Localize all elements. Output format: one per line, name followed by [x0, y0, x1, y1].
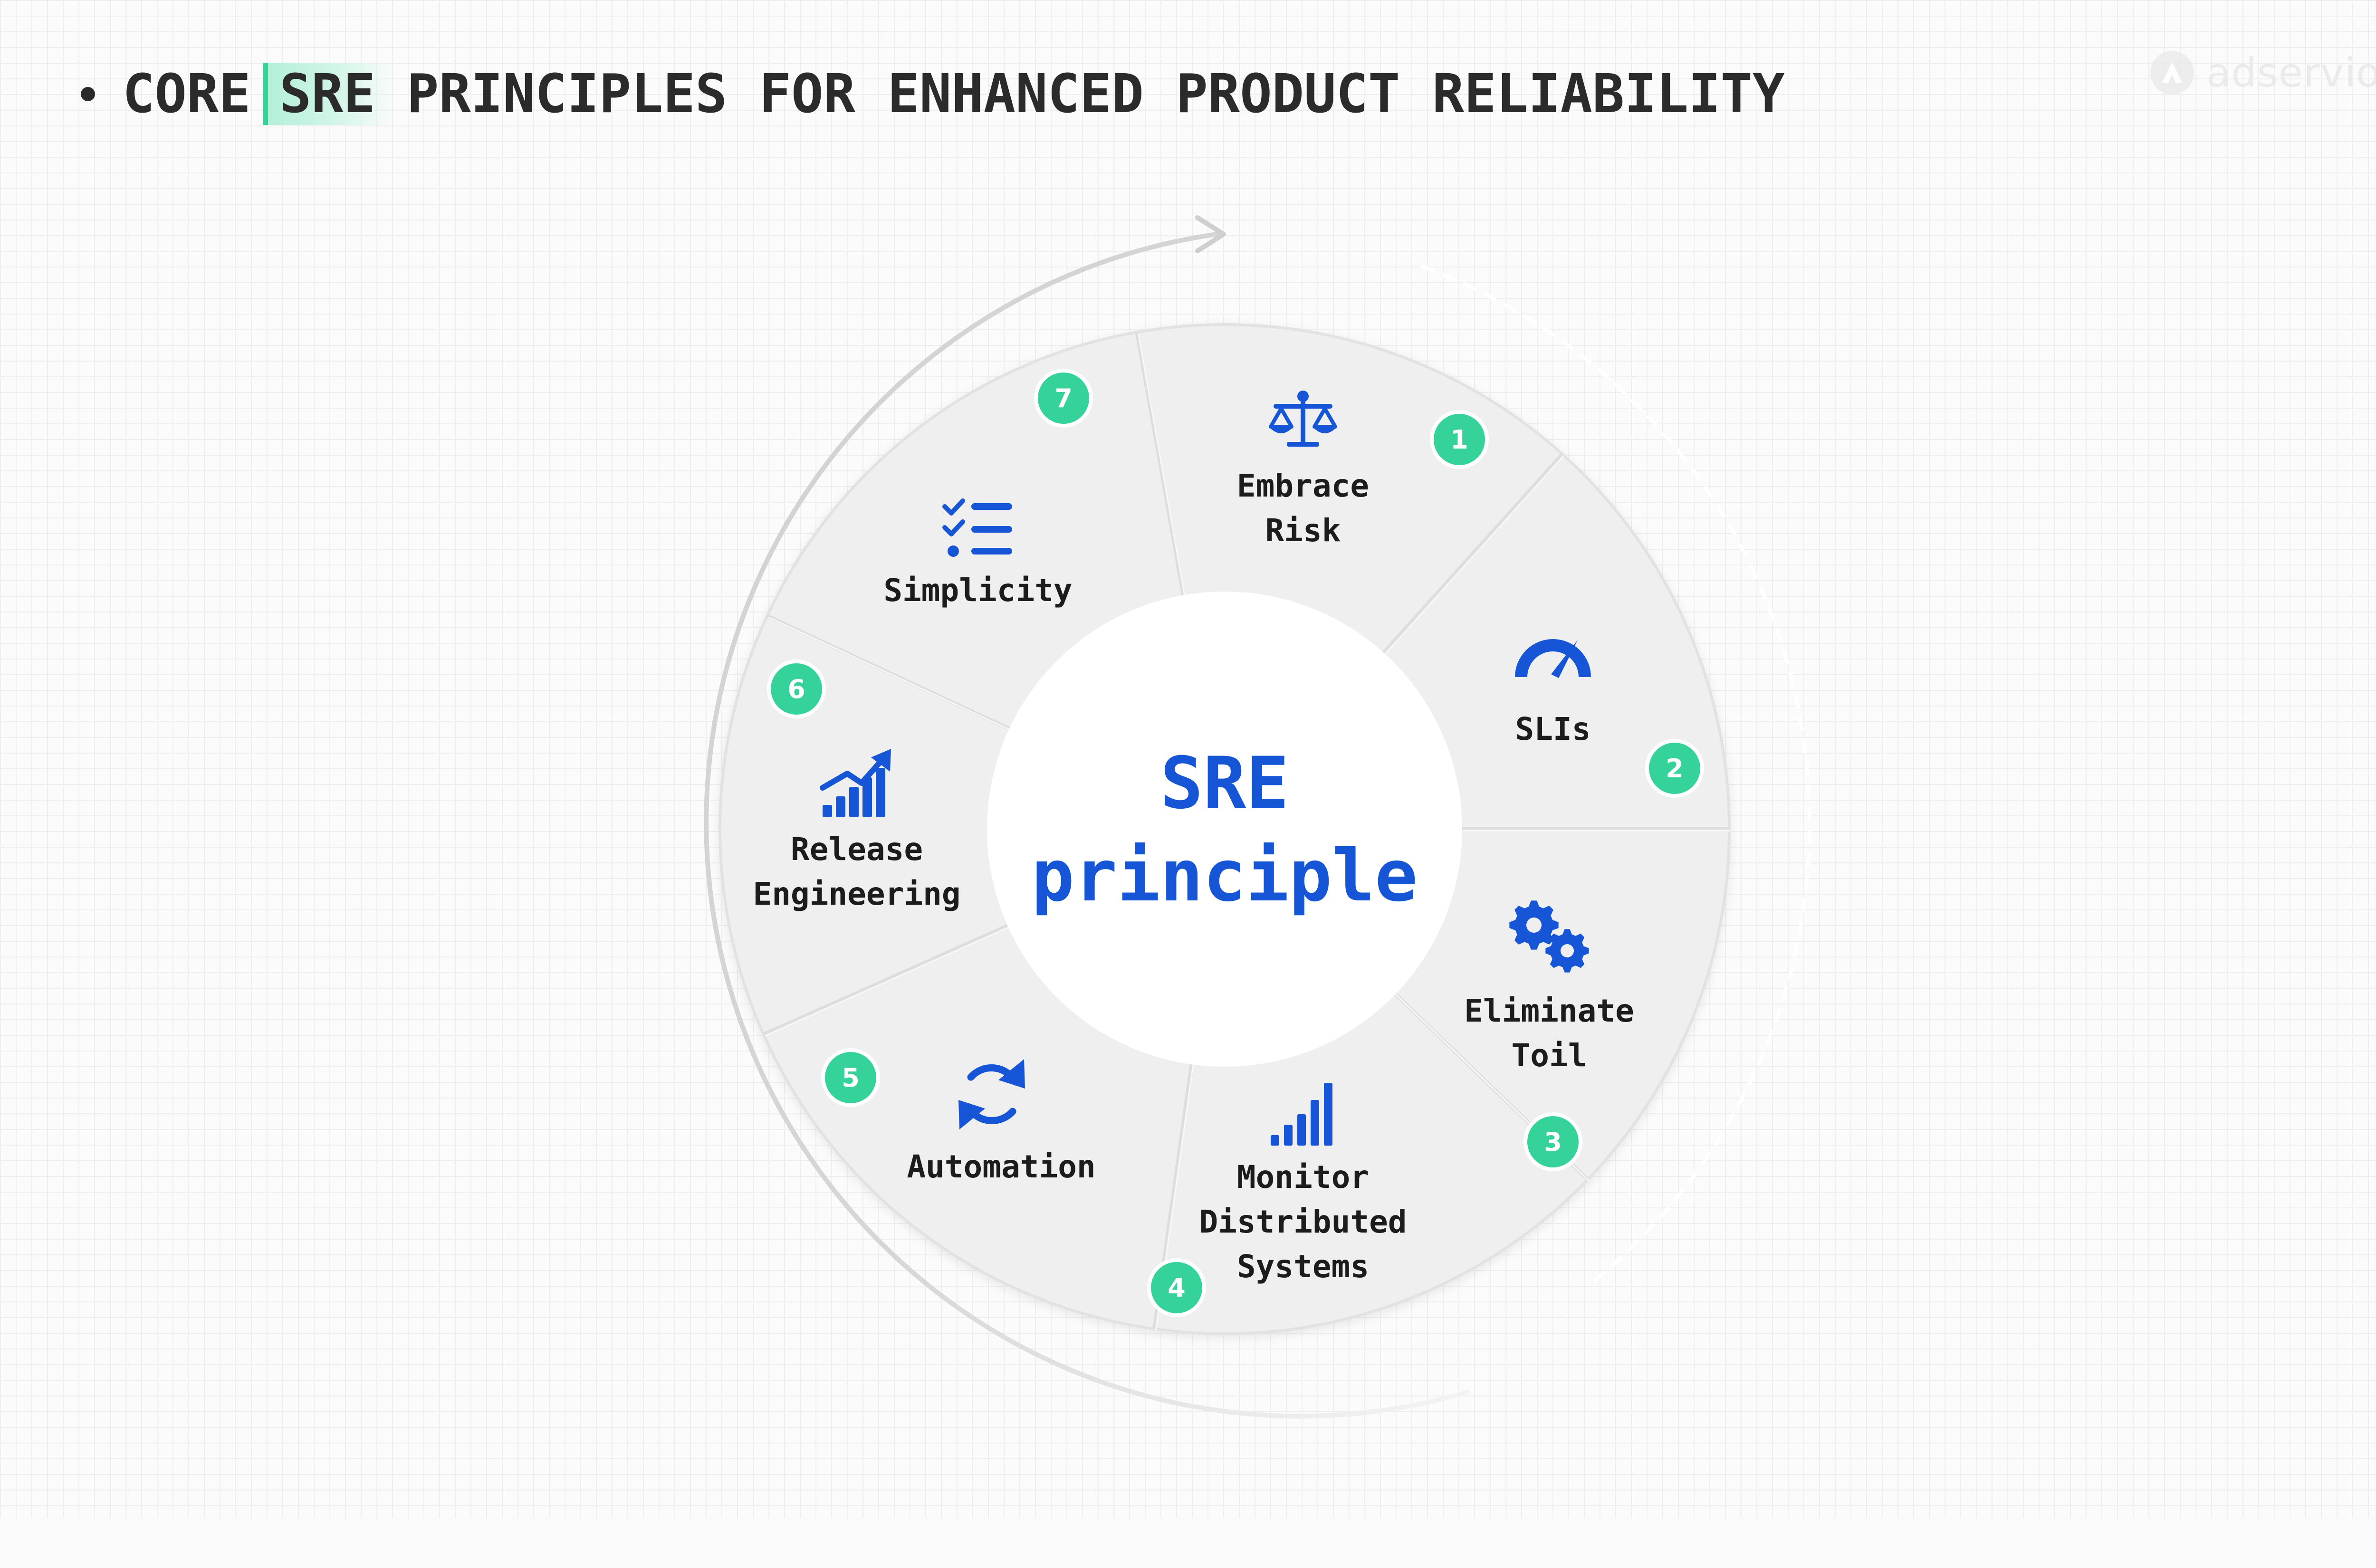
- segment-divider-highlight: [768, 616, 1016, 733]
- logo-text: adservio: [2206, 49, 2376, 96]
- segment-label-line: SLIs: [1515, 711, 1591, 747]
- bottom-band: [0, 1518, 2376, 1568]
- step-badge-number: 4: [1168, 1273, 1186, 1303]
- segment-label-line: Engineering: [753, 876, 960, 912]
- speedometer-icon: [1515, 639, 1591, 678]
- segment-2: SLIs 2: [1515, 639, 1704, 798]
- signal-bars-icon: [1271, 1083, 1332, 1146]
- logo-mark-icon: [2150, 51, 2194, 95]
- brand-logo: adservio: [2150, 47, 2376, 99]
- center-title-line2: principle: [1032, 835, 1418, 918]
- segment-label-line: Systems: [1237, 1248, 1369, 1285]
- step-badge-number: 3: [1544, 1127, 1562, 1157]
- step-badge: 2: [1645, 739, 1704, 798]
- segment-label-line: Eliminate: [1464, 993, 1634, 1029]
- segment-divider-highlight: [1138, 333, 1187, 602]
- step-badge-number: 7: [1054, 383, 1073, 413]
- center-title-line1: SRE: [1160, 742, 1289, 825]
- segment-5: Automation 5: [821, 1048, 1096, 1185]
- checklist-icon: [942, 498, 1012, 557]
- step-badge-number: 5: [842, 1063, 860, 1093]
- segment-label-line: Automation: [907, 1148, 1095, 1185]
- step-badge: 4: [1147, 1258, 1206, 1317]
- title-highlight: SRE: [263, 63, 395, 125]
- segment-label-line: Release: [791, 831, 923, 868]
- segment-label-line: Embrace: [1237, 468, 1369, 504]
- refresh-icon: [958, 1059, 1025, 1129]
- bullet-dot: [81, 87, 95, 101]
- gears-icon: [1509, 900, 1589, 973]
- step-badge-number: 6: [787, 674, 805, 704]
- segment-7: Simplicity 7: [883, 369, 1093, 609]
- segment-label-line: Simplicity: [883, 572, 1072, 609]
- step-badge-number: 2: [1666, 754, 1684, 784]
- segment-label-line: Toil: [1512, 1037, 1587, 1074]
- segment-divider: [1379, 453, 1564, 658]
- segment-divider: [1135, 332, 1186, 601]
- segment-divider-highlight: [1381, 455, 1564, 658]
- segment-divider: [763, 922, 1013, 1036]
- segment-label-line: Distributed: [1199, 1204, 1407, 1240]
- scale-icon: [1269, 391, 1337, 447]
- title-rest: PRINCIPLES FOR ENHANCED PRODUCT RELIABIL…: [407, 63, 1785, 125]
- title-prefix: CORE: [123, 63, 251, 125]
- step-badge-number: 1: [1450, 425, 1468, 455]
- step-badge: 1: [1430, 410, 1489, 469]
- step-badge: 5: [821, 1048, 880, 1107]
- segment-label-line: Monitor: [1237, 1159, 1369, 1195]
- step-badge: 7: [1034, 369, 1093, 428]
- cycle-arrow: [704, 215, 1811, 1419]
- center-circle: [987, 592, 1462, 1067]
- segment-label-line: Risk: [1265, 512, 1341, 549]
- segment-contents: EmbraceRisk1SLIs2EliminateToil3MonitorDi…: [753, 369, 1704, 1317]
- growth-chart-icon: [820, 749, 891, 817]
- segment-divider-highlight: [765, 924, 1014, 1037]
- step-badge: 6: [767, 660, 826, 718]
- step-badge: 3: [1523, 1112, 1582, 1171]
